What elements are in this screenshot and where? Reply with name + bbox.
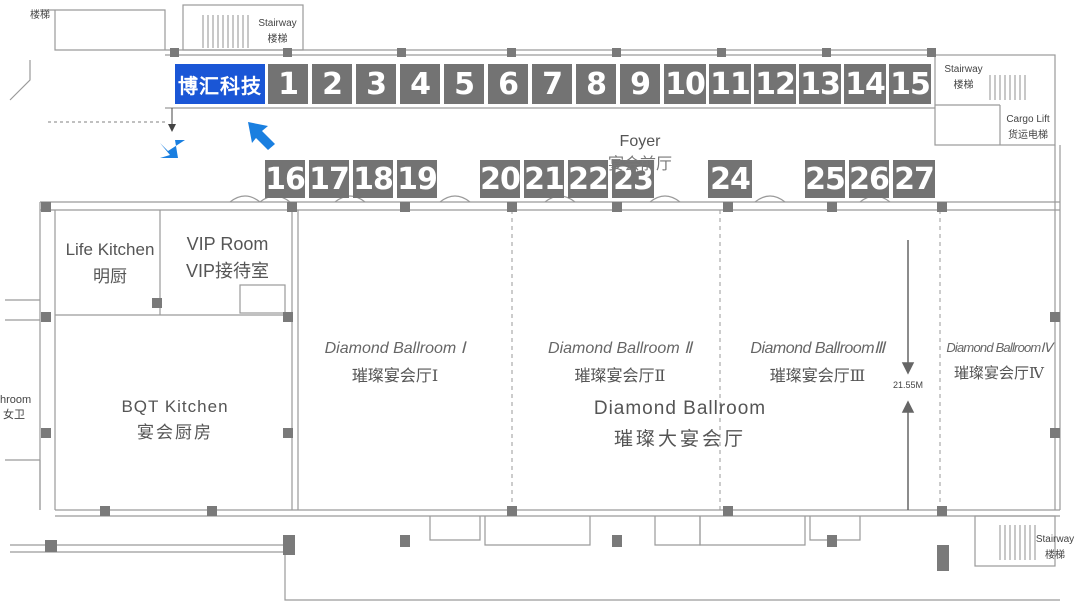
ballroom-1-label-zh: 璀璨宴会厅Ⅰ — [351, 366, 439, 385]
ballroom-4-label: Diamond BallroomⅣ — [946, 340, 1052, 355]
ballroom-2-label: Diamond Ballroom Ⅱ — [548, 340, 692, 357]
foyer-label-zh: 宴会前厅 — [607, 156, 672, 173]
life-kitchen-label: Life Kitchen — [65, 240, 155, 259]
ballroom-label: Diamond Ballroom — [593, 398, 767, 419]
stairway-top-label-zh: 楼梯 — [267, 34, 288, 45]
life-kitchen-label-zh: 明厨 — [93, 267, 127, 286]
ballroom-3-label: Diamond BallroomⅢ — [750, 340, 885, 357]
booth-25[interactable]: 25 — [805, 160, 846, 198]
booth-26[interactable]: 26 — [849, 160, 890, 198]
booth-3[interactable]: 3 — [356, 64, 396, 104]
booth-1[interactable]: 1 — [268, 64, 308, 104]
cargo-lift-label: Cargo Lift — [1006, 114, 1050, 125]
entrance-arrow-icon — [248, 122, 275, 150]
booth-18[interactable]: 18 — [353, 160, 394, 198]
stairway-bottom-label-zh: 楼梯 — [1045, 550, 1065, 561]
booth-17[interactable]: 17 — [309, 160, 350, 198]
restroom-label: hroom — [0, 394, 32, 406]
vip-room-label-zh: VIP接待室 — [185, 261, 269, 281]
ballroom-label-zh: 璀璨大宴会厅 — [613, 429, 746, 450]
booth-27[interactable]: 27 — [893, 160, 935, 198]
booth-4[interactable]: 4 — [400, 64, 440, 104]
booth-13[interactable]: 13 — [799, 64, 841, 104]
cargo-lift-label-zh: 货运电梯 — [1008, 130, 1048, 141]
booth-9[interactable]: 9 — [620, 64, 660, 104]
booth-14[interactable]: 14 — [844, 64, 886, 104]
entrance-arrow-icon — [160, 140, 185, 158]
booth-12[interactable]: 12 — [754, 64, 796, 104]
stair-topleft-label: 楼梯 — [30, 10, 50, 21]
stairway-top-label: Stairway — [258, 18, 297, 29]
booth-20[interactable]: 20 — [480, 160, 521, 198]
booth-7[interactable]: 7 — [532, 64, 572, 104]
booth-8[interactable]: 8 — [576, 64, 616, 104]
booth-11[interactable]: 11 — [709, 64, 751, 104]
bqt-kitchen-label: BQT Kitchen — [121, 397, 229, 416]
dimension-label: 21.55M — [892, 380, 924, 390]
booth-21[interactable]: 21 — [524, 160, 565, 198]
booth-24[interactable]: 24 — [708, 160, 752, 198]
bqt-kitchen-label-zh: 宴会厨房 — [137, 423, 213, 442]
stairway-right-label-zh: 楼梯 — [953, 80, 974, 91]
booth-5[interactable]: 5 — [444, 64, 484, 104]
ballroom-1-label: Diamond Ballroom Ⅰ — [324, 340, 466, 357]
booth-23[interactable]: 23 — [612, 160, 654, 198]
foyer-label: Foyer — [619, 133, 661, 150]
stairway-bottom-label: Stairway — [1035, 534, 1075, 545]
booth-2[interactable]: 2 — [312, 64, 352, 104]
booth-16[interactable]: 16 — [265, 160, 306, 198]
highlight-booth[interactable]: 博汇科技 — [175, 64, 265, 104]
ballroom-3-label-zh: 璀璨宴会厅Ⅲ — [769, 366, 866, 385]
ballroom-2-label-zh: 璀璨宴会厅Ⅱ — [574, 366, 666, 385]
stairway-right-label: Stairway — [944, 64, 983, 75]
booth-22[interactable]: 22 — [568, 160, 609, 198]
booth-6[interactable]: 6 — [488, 64, 528, 104]
booth-15[interactable]: 15 — [889, 64, 931, 104]
booth-10[interactable]: 10 — [664, 64, 706, 104]
restroom-label-zh: 女卫 — [3, 409, 25, 421]
vip-room-label: VIP Room — [186, 234, 269, 254]
ballroom-4-label-zh: 璀璨宴会厅Ⅳ — [954, 364, 1044, 382]
booth-19[interactable]: 19 — [397, 160, 438, 198]
